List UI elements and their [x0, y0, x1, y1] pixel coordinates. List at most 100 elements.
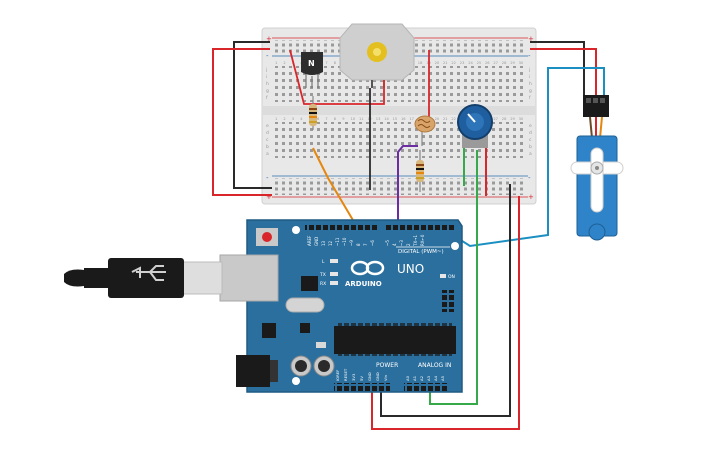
column-number: 2 — [283, 61, 285, 65]
rail-minus-left-top: - — [266, 52, 269, 60]
rail-minus-right-bottom: - — [528, 174, 531, 182]
column-number: 18 — [418, 61, 423, 65]
on-led — [440, 274, 446, 278]
digital-pin-label: ~11 — [335, 237, 340, 246]
mounting-hole — [451, 242, 459, 250]
column-number: 16 — [401, 117, 406, 121]
column-number: 26 — [485, 61, 490, 65]
wire-red-transistor — [289, 49, 385, 105]
center-channel — [262, 106, 536, 115]
photoresistor[interactable] — [414, 115, 436, 146]
column-number: 20 — [435, 117, 440, 121]
digital-label: DIGITAL (PWM~) — [398, 249, 444, 255]
column-number: 27 — [493, 117, 498, 121]
usb-cable-plug — [108, 258, 184, 298]
dc-power-jack[interactable] — [236, 355, 278, 387]
digital-pin-label: 2 — [406, 243, 411, 246]
led-tx-label: TX — [319, 272, 326, 278]
digital-pin-label: 4 — [392, 243, 397, 246]
power-pin-label: 3V3 — [351, 373, 356, 381]
resistor-left[interactable] — [309, 96, 317, 130]
wires — [212, 41, 605, 430]
rail-plus-right-top: + — [528, 35, 534, 43]
wire-orange — [312, 147, 361, 233]
usb-connector[interactable] — [64, 254, 279, 302]
power-pin-label: GND — [375, 372, 380, 381]
rail-plus-left-top: + — [266, 35, 272, 43]
column-number: 23 — [460, 61, 465, 65]
analog-pin-label: A5 — [440, 375, 445, 381]
wire-black-gnd — [380, 184, 511, 417]
digital-pin-label: GND — [314, 237, 319, 246]
analog-pin-label: A2 — [419, 375, 424, 381]
power-pin-label: IOREF — [335, 370, 340, 381]
row-letter: c — [529, 138, 532, 143]
npn-transistor[interactable]: N — [301, 52, 323, 88]
power-label: POWER — [376, 362, 398, 369]
column-number: 25 — [477, 61, 482, 65]
column-number: 24 — [468, 61, 473, 65]
column-number: 13 — [376, 117, 381, 121]
servo-motor[interactable] — [570, 95, 624, 241]
power-pin-label: GND — [367, 372, 372, 381]
power-pin-label: 5V — [359, 376, 364, 381]
mounting-hole — [292, 377, 300, 385]
column-number: 21 — [443, 117, 448, 121]
row-letter: a — [529, 152, 532, 157]
rail-holes-bottom — [274, 178, 526, 195]
column-number: 2 — [283, 117, 285, 121]
digital-pin-label: 13 — [321, 240, 326, 246]
rail-minus-right-top: - — [528, 52, 531, 60]
row-letter: f — [266, 95, 268, 101]
analog-label: ANALOG IN — [418, 362, 451, 369]
column-number: 22 — [451, 117, 456, 121]
crystal-oscillator — [285, 297, 325, 313]
rail-minus-left-bottom: - — [266, 174, 269, 182]
digital-pin-label: 7 — [363, 243, 368, 246]
power-pin-label: RESET — [343, 368, 348, 381]
column-number: 29 — [510, 117, 515, 121]
column-number: 28 — [502, 117, 507, 121]
digital-pin-label: 12 — [328, 240, 333, 246]
row-letter: c — [266, 138, 269, 143]
column-number: 7 — [325, 61, 327, 65]
header-analog — [404, 383, 448, 391]
row-letter: i — [529, 74, 530, 80]
voltage-regulator — [262, 323, 276, 338]
row-letter: a — [266, 152, 269, 157]
column-number: 9 — [342, 117, 345, 121]
board-model: UNO — [397, 262, 424, 276]
row-letter: e — [529, 124, 532, 129]
column-number: 8 — [334, 117, 337, 121]
row-letter: f — [529, 95, 531, 101]
analog-pin-label: A4 — [433, 375, 438, 381]
column-number: 7 — [325, 117, 327, 121]
digital-pin-label: ~5 — [385, 240, 390, 246]
wire-blue-signal — [447, 67, 605, 248]
digital-pin-label: TX→1 — [413, 234, 418, 247]
analog-pin-label: A0 — [405, 375, 410, 381]
column-number: 29 — [510, 61, 515, 65]
potentiometer[interactable] — [457, 104, 493, 148]
row-letter: e — [266, 124, 269, 129]
resistor-middle[interactable] — [416, 150, 424, 192]
transistor-label: N — [308, 59, 315, 68]
column-number: 17 — [409, 117, 414, 121]
column-number: 20 — [435, 61, 440, 65]
digital-pin-label: ~6 — [370, 240, 375, 246]
digital-pin-label: AREF — [307, 235, 312, 246]
header-top-left — [305, 224, 377, 232]
row-letter: j — [265, 67, 267, 73]
analog-pin-label: A3 — [426, 375, 431, 381]
row-letter: h — [529, 81, 532, 87]
column-number: 8 — [334, 61, 337, 65]
wire-red-5v — [371, 196, 520, 430]
dc-motor[interactable] — [339, 23, 415, 88]
digital-pin-label: RX←0 — [420, 234, 425, 246]
